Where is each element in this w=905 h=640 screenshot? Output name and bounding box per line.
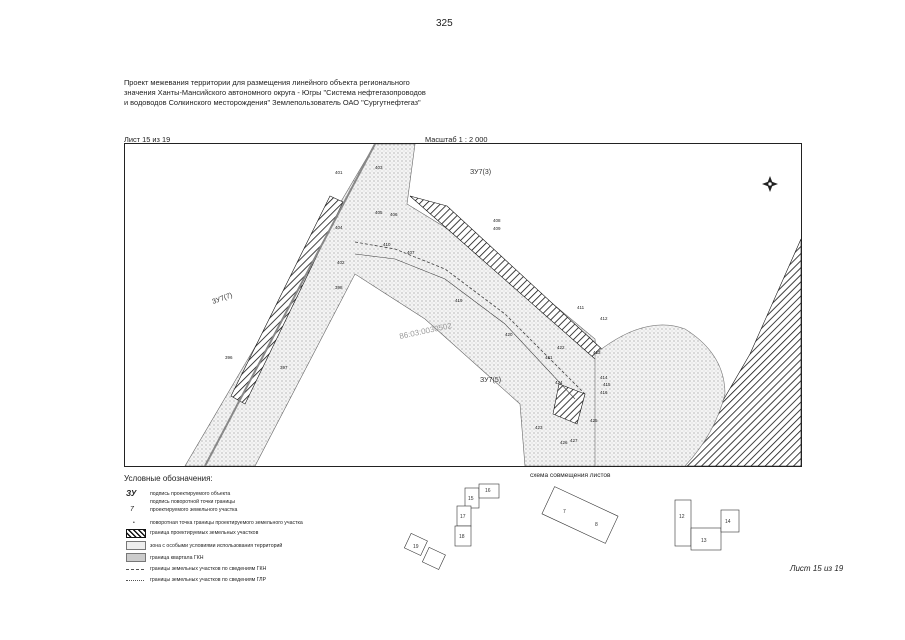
point-number: 402 [337,260,345,265]
scheme-sheet-number: 13 [701,538,707,544]
point-number: 411 [577,305,585,310]
legend-item: подпись проектируемого объекта [150,491,231,497]
legend-quarter-swatch [126,553,146,562]
scheme-sheet-number: 14 [725,519,731,525]
point-number: 425 [590,418,598,423]
legend-seven-symbol: 7 [130,506,134,513]
scheme-sheet-number: 17 [460,514,466,520]
legend-dots-swatch [126,541,146,550]
scheme-sheet-number: 18 [459,534,465,540]
parcel-label: ЗУ7(3) [470,169,491,176]
parcel-hatched-left [230,195,344,405]
legend-zu-symbol: ЗУ [126,489,137,498]
scheme-group-2 [541,486,619,544]
scheme-group-1 [403,483,500,570]
legend-point-icon: • [133,520,135,526]
legend-item: границы земельных участков по сведениям … [150,577,267,583]
parcel-hatched-right [552,383,586,425]
point-number: 416 [600,390,608,395]
parcel-label: ЗУ7(7) [211,292,233,306]
title-line-1: Проект межевания территории для размещен… [124,78,410,87]
scheme-sheet-number: 7 [563,509,566,515]
legend-gkn-line [126,569,144,570]
document-title: Проект межевания территории для размещен… [124,78,544,108]
title-line-3: и водоводов Солкинского месторождения" З… [124,98,421,107]
legend-glr-line [126,580,144,581]
scheme-title: схема совмещения листов [530,472,611,479]
point-number: 406 [390,212,398,217]
legend-item: проектируемого земельного участка [150,507,238,513]
corridor-zone [184,144,606,466]
point-number: 423 [535,425,543,430]
point-number: 409 [493,226,501,231]
point-number: 413 [593,350,601,355]
pipeline-line [354,241,586,395]
point-number: 422 [557,345,565,350]
parcel-label: ЗУ7(5) [480,377,501,384]
scheme-sheet-number: 15 [468,496,474,502]
legend-item: граница проектируемых земельных участков [150,530,259,536]
point-labels: 401 403 405 406 408 409 404 410 407 402 398 396 397 4… [225,165,611,445]
point-number: 401 [335,170,343,175]
point-number: 404 [335,225,343,230]
point-number: 410 [383,242,391,247]
scheme-sheet-number: 16 [485,488,491,494]
point-number: 405 [375,210,383,215]
point-number: 427 [570,438,578,443]
forest-zone [594,324,726,466]
legend-item: границы земельных участков по сведениям … [150,566,267,572]
point-number: 414 [600,375,608,380]
point-number: 412 [600,316,608,321]
legend-item: зона с особыми условиями использования т… [150,543,283,549]
scheme-sheet-number: 19 [413,544,419,550]
point-number: 403 [375,165,383,170]
point-number: 424 [555,380,563,385]
pipeline-line-2 [354,253,576,400]
legend-item: граница квартала ГКН [150,555,204,561]
legend-hatch-swatch [126,529,146,538]
point-number: 419 [455,298,463,303]
point-number: 420 [505,332,513,337]
quarter-number: 86:03:0030502 [399,321,454,341]
point-number: 415 [603,382,611,387]
legend-item: подпись поворотной точки границы [150,499,235,505]
scheme-sheet-number: 8 [595,522,598,528]
point-number: 396 [225,355,233,360]
scheme-group-3 [674,499,740,551]
point-number: 398 [335,285,343,290]
page-number: 325 [436,18,453,29]
scale-label: Масштаб 1 : 2 000 [425,135,488,144]
map-drawing: ЗУ7(3) ЗУ7(7) ЗУ7(5) 86:03:0030502 40140… [184,144,801,466]
sheet-label: Лист 15 из 19 [124,135,171,144]
point-number: 421 [545,355,553,360]
point-number: 426 [560,440,568,445]
scheme-sheet-number: 12 [679,514,685,520]
parcel-hatched-far-right [684,238,801,466]
title-line-2: значения Ханты-Мансийского автономного о… [124,88,426,97]
sheet-scheme: 15 16 17 18 19 7 8 12 13 14 [403,483,740,570]
legend-item: поворотная точка границы проектируемого … [150,520,303,526]
quarter-boundary [204,144,376,466]
point-number: 408 [493,218,501,223]
north-arrow-icon [762,176,778,192]
point-number: 407 [407,250,415,255]
legend-title: Условные обозначения: [124,474,213,483]
footer-sheet-label: Лист 15 из 19 [790,564,844,573]
point-number: 397 [280,365,288,370]
